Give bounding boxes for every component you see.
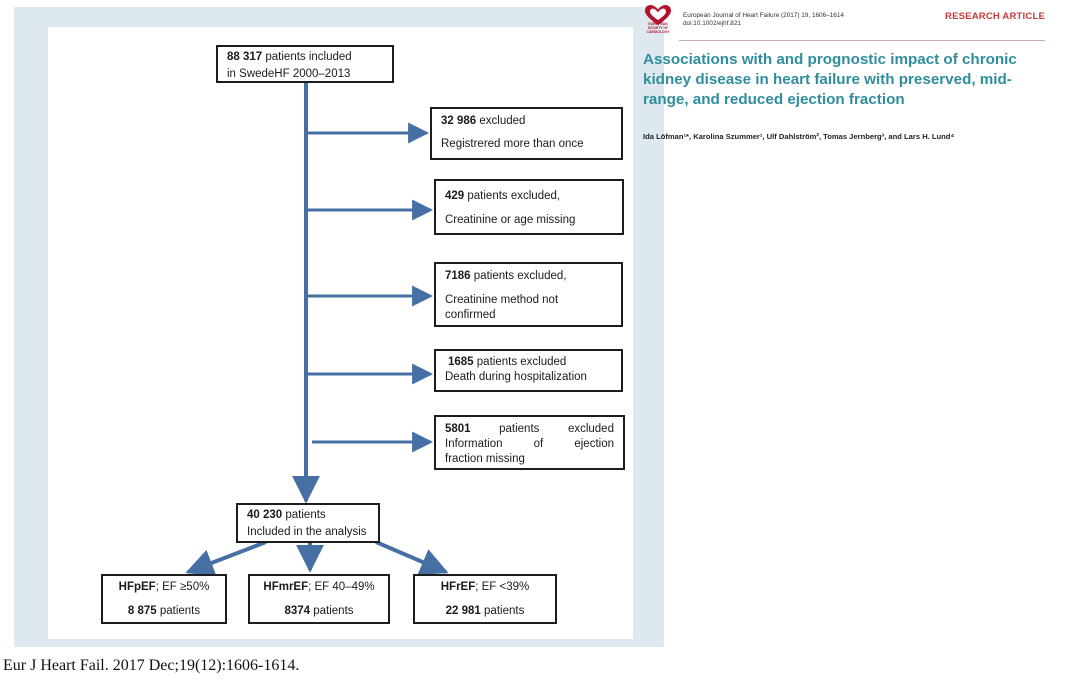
logo-text: EUROPEAN SOCIETY OF CARDIOLOGY: [646, 22, 670, 34]
included-box: 40 230 patients Included in the analysis: [236, 503, 380, 543]
exclusion-box-5: 5801 patients excluded Information of ej…: [434, 415, 625, 470]
header-divider: [679, 40, 1045, 41]
group-arrow-hfpef: [185, 540, 267, 577]
figure-panel: 88 317 patients included in SwedeHF 2000…: [14, 7, 664, 647]
author-list: Ida Löfman¹*, Karolina Szummer¹, Ulf Dah…: [643, 132, 955, 141]
exclusion-box-4: 1685 patients excluded Death during hosp…: [434, 349, 623, 392]
cutoff-caption-fragment: ▬▬▬▬ ▬ ▬▬▬▬▬▬▬ ▬▬▬▬ ▬▬▬▬▬ ▬▬ ▬▬▬▬▬▬▬: [34, 637, 634, 647]
exclusion-box-3: 7186 patients excluded, Creatinine metho…: [434, 262, 623, 327]
article-type-label: RESEARCH ARTICLE: [945, 11, 1045, 22]
exclusion-box-2: 429 patients excluded, Creatinine or age…: [434, 179, 624, 235]
citation-text: Eur J Heart Fail. 2017 Dec;19(12):1606-1…: [3, 657, 300, 674]
journal-info: European Journal of Heart Failure (2017)…: [683, 12, 844, 28]
doi: doi:10.1002/ejhf.821: [683, 20, 741, 27]
group-box-hfref: HFrEF; EF <39% 22 981 patients: [413, 574, 557, 624]
flowchart-area: 88 317 patients included in SwedeHF 2000…: [48, 27, 633, 639]
exclusion-box-1: 32 986 excluded Registrered more than on…: [430, 107, 623, 160]
journal-line: European Journal of Heart Failure (2017)…: [683, 12, 844, 19]
article-title: Associations with and prognostic impact …: [643, 51, 1017, 108]
flowchart-arrows: [185, 79, 449, 577]
group-arrow-hfref: [375, 540, 449, 575]
article-header: EUROPEAN SOCIETY OF CARDIOLOGY European …: [643, 0, 1080, 170]
group-box-hfmref: HFmrEF; EF 40–49% 8374 patients: [248, 574, 390, 624]
group-box-hfpef: HFpEF; EF ≥50% 8 875 patients: [101, 574, 227, 624]
esc-heart-logo-icon: [645, 5, 671, 25]
start-box: 88 317 patients included in SwedeHF 2000…: [216, 45, 394, 83]
